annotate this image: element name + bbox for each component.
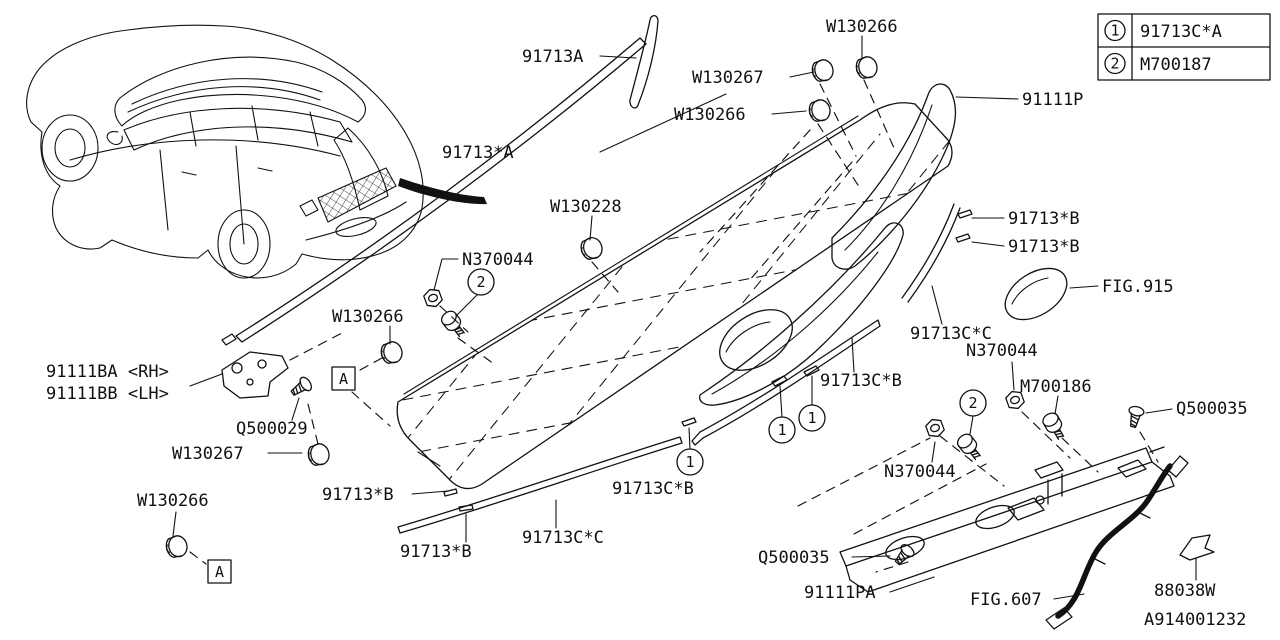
screw-q500029-icon (287, 374, 315, 400)
assembly-dashed-lines (189, 79, 1159, 573)
clip-w130266-center-icon (378, 339, 405, 367)
panel-lattice (397, 133, 952, 489)
label-91713CxB-r: 91713C*B (820, 371, 902, 391)
car-front-wheel (41, 114, 99, 182)
bracket-91111BA-BB (221, 351, 289, 399)
label-W130266-c: W130266 (332, 307, 404, 327)
legend-row1-part: 91713C*A (1140, 22, 1222, 42)
label-W130266-mid: W130266 (674, 105, 746, 125)
label-91713xB-r1: 91713*B (1008, 209, 1080, 229)
vehicle-illustration (26, 24, 424, 279)
nut-n370044-bottom-icon (923, 416, 947, 440)
clip-w130267-bottom-icon (305, 441, 332, 469)
label-Q500035-b: Q500035 (758, 548, 830, 568)
molding-end-clips (443, 209, 973, 512)
label-91111BA-RH: 91111BA <RH> (46, 362, 169, 382)
car-windows (123, 105, 353, 151)
car-front-wheel-hub (54, 128, 86, 168)
harness-connector-high (1167, 455, 1189, 478)
label-91111BB-LH: 91111BB <LH> (46, 384, 169, 404)
legend-table: 1 91713C*A 2 M700187 (1097, 13, 1271, 81)
side-strip-91713cc-right (901, 203, 961, 303)
label-91111PA: 91111PA (804, 583, 876, 603)
bracket-88038W (1179, 534, 1215, 561)
car-body-outline (26, 24, 424, 279)
box-marker-a1: A (339, 370, 348, 388)
clip-w130266-bottom-icon (163, 533, 190, 561)
label-W130228: W130228 (550, 197, 622, 217)
label-W130267-top: W130267 (692, 68, 764, 88)
car-rear-wheel-hub (229, 223, 259, 265)
bolt-callout2-right-icon (954, 430, 985, 464)
callout-1c: 1 (685, 453, 694, 471)
label-FIG607: FIG.607 (970, 590, 1042, 610)
box-marker-a2: A (215, 563, 224, 581)
label-91713A: 91713A (522, 47, 583, 67)
clip-w130267-top-icon (809, 57, 836, 85)
label-91713xB-b: 91713*B (400, 542, 472, 562)
lower-crescent-garnish (699, 222, 904, 406)
label-88038W: 88038W (1154, 581, 1216, 601)
label-91713CxC-r: 91713C*C (910, 324, 992, 344)
car-beltline (69, 139, 341, 245)
molding-91713A-long (221, 37, 647, 346)
car-rear-garnish-hatched (317, 167, 397, 223)
harness-connector-low (1045, 607, 1073, 630)
molding-91713A (629, 14, 659, 109)
legend-row1-num: 1 (1110, 22, 1119, 40)
harness-88038W (1045, 455, 1215, 630)
lower-garnish-91111PA (839, 446, 1175, 593)
label-91713xA: 91713*A (442, 143, 514, 163)
label-91713xB-r2: 91713*B (1008, 237, 1080, 257)
callout-2a: 2 (476, 273, 485, 291)
label-91111P: 91111P (1022, 90, 1083, 110)
label-91713CxB-b: 91713C*B (612, 479, 694, 499)
label-W130266-top: W130266 (826, 17, 898, 37)
legend-row2-part: M700187 (1140, 55, 1212, 75)
label-N370044-b: N370044 (884, 462, 956, 482)
car-roof (114, 56, 367, 127)
screw-q500035-right-icon (1125, 404, 1146, 430)
car-rear-bumper (299, 199, 407, 241)
protector-strip-91713cc (397, 436, 683, 534)
callout-1a: 1 (777, 421, 786, 439)
part-labels: 91713A W130267 W130266 W130266 91111P 91… (46, 17, 1248, 630)
label-91713CxC-b: 91713C*C (522, 528, 604, 548)
label-91713xB-l: 91713*B (322, 485, 394, 505)
car-mirror (106, 131, 123, 145)
bolt-callout2-center-icon (438, 307, 469, 341)
protector-strip-91713cb (691, 319, 881, 446)
legend-row2-num: 2 (1110, 55, 1119, 73)
car-rear-window (333, 127, 389, 211)
label-Q500035-r: Q500035 (1176, 399, 1248, 419)
callout-2b: 2 (968, 394, 977, 412)
diagram-code: A914001232 (1144, 610, 1246, 630)
clip-w130228-icon (577, 234, 606, 263)
label-FIG915: FIG.915 (1102, 277, 1174, 297)
label-N370044-c: N370044 (462, 250, 534, 270)
car-roof-rail (127, 78, 323, 113)
callout-1b: 1 (807, 409, 816, 427)
bolt-m700186-icon (1039, 409, 1069, 443)
rear-gate-garnish-panel (396, 102, 953, 490)
upper-garnish-91111P (831, 83, 957, 270)
pointer-arrow (398, 178, 487, 205)
callout-markers: 1 1 1 2 2 A A (207, 268, 987, 584)
clip-w130266-top-icon (853, 54, 880, 82)
leader-lines (172, 35, 1197, 600)
label-W130266-b: W130266 (137, 491, 209, 511)
label-W130267-b: W130267 (172, 444, 244, 464)
label-M700186: M700186 (1020, 377, 1092, 397)
car-rear-wheel (217, 209, 271, 279)
label-Q500029: Q500029 (236, 419, 308, 439)
label-N370044-r: N370044 (966, 341, 1038, 361)
emblem-fig915 (1004, 267, 1068, 321)
